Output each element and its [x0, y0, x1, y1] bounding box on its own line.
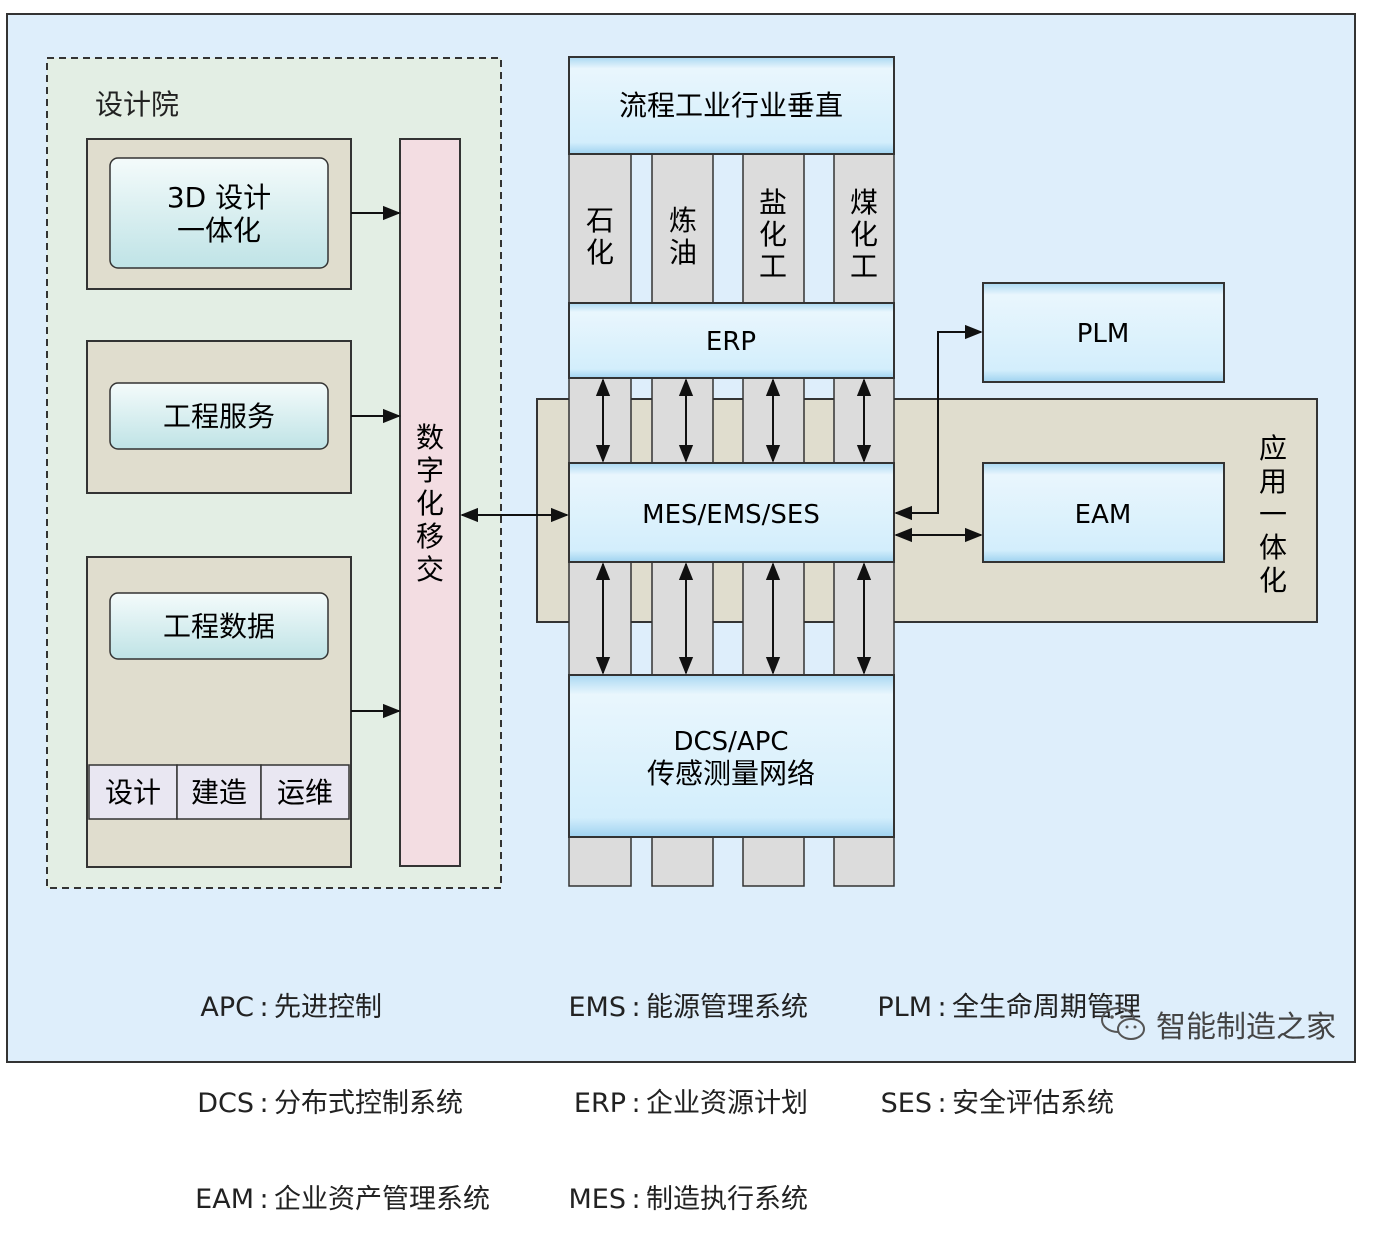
legend-key: APC — [200, 992, 254, 1023]
arrow-mes-plm — [894, 324, 983, 521]
mes-label: MES/EMS/SES — [642, 500, 820, 530]
lifecycle-tab-design-label: 设计 — [105, 776, 161, 809]
legend-column-1: APC:先进控制 DCS:分布式控制系统 EAM:企业资产管理系统 — [190, 928, 490, 1248]
integrated-3d-design-line2: 一体化 — [177, 214, 261, 247]
legend-key: EAM — [195, 1184, 254, 1215]
integration-char-4: 体 — [1259, 531, 1287, 564]
watermark-text: 智能制造之家 — [1156, 1010, 1336, 1045]
legend-key: EMS — [568, 992, 627, 1023]
industry-2-char-1: 炼 — [669, 204, 697, 237]
digital-handover-bar — [399, 138, 461, 867]
legend-entry: DCS:分布式控制系统 — [190, 1088, 490, 1120]
plm-node — [982, 282, 1225, 383]
legend-column-2: EMS:能源管理系统 ERP:企业资源计划 MES:制造执行系统 — [560, 928, 809, 1248]
legend-desc: 能源管理系统 — [646, 992, 808, 1023]
plm-label: PLM — [1077, 319, 1130, 349]
industry-3-char-1: 盐 — [759, 186, 787, 219]
digital-handover-char-1: 数 — [416, 421, 444, 454]
legend-entry: ERP:企业资源计划 — [560, 1088, 808, 1120]
legend-entry: EAM:企业资产管理系统 — [190, 1184, 490, 1216]
mes-layer — [568, 462, 895, 563]
integration-char-2: 用 — [1259, 465, 1287, 498]
industry-3-char-2: 化 — [759, 218, 787, 251]
engineering-data-node — [109, 592, 329, 660]
engineering-data-label: 工程数据 — [163, 610, 275, 643]
watermark: 智能制造之家 — [1100, 1002, 1336, 1046]
legend-entry: EMS:能源管理系统 — [560, 992, 809, 1024]
erp-label: ERP — [706, 327, 756, 357]
design-institute-title: 设计院 — [95, 88, 179, 121]
legend-desc: 安全评估系统 — [952, 1088, 1114, 1119]
digital-handover-char-5: 交 — [416, 553, 444, 586]
legend-desc: 分布式控制系统 — [274, 1088, 463, 1119]
integration-char-5: 化 — [1259, 564, 1287, 597]
digital-handover-char-2: 字 — [416, 454, 444, 487]
legend-key: MES — [568, 1184, 627, 1215]
eam-label: EAM — [1075, 500, 1132, 530]
legend-entry: APC:先进控制 — [190, 992, 490, 1024]
digital-handover-char-4: 移 — [416, 520, 444, 553]
engineering-service-node — [109, 382, 329, 450]
integrated-3d-design-node — [109, 157, 329, 269]
legend-desc: 全生命周期管理 — [952, 992, 1141, 1023]
legend-desc: 企业资产管理系统 — [274, 1184, 490, 1215]
industry-3-char-3: 工 — [759, 250, 787, 283]
legend-key: PLM — [877, 992, 932, 1023]
legend-entry: PLM:全生命周期管理 — [866, 992, 1141, 1024]
wechat-icon — [1101, 1007, 1145, 1040]
industry-4-char-1: 煤 — [850, 186, 878, 219]
legend-key: DCS — [197, 1088, 254, 1119]
erp-layer — [568, 302, 895, 379]
industry-1-char-2: 化 — [586, 236, 614, 269]
industry-4-char-2: 化 — [850, 218, 878, 251]
lifecycle-tab-operation — [260, 764, 350, 820]
dcs-label-line2: 传感测量网络 — [647, 757, 815, 790]
integrated-3d-design-line1: 3D 设计 — [167, 181, 271, 214]
lifecycle-tab-operation-label: 运维 — [277, 776, 333, 809]
vertical-industry-layer — [568, 56, 895, 155]
integration-char-1: 应 — [1259, 432, 1287, 465]
dcs-label-line1: DCS/APC — [673, 727, 788, 757]
industry-4-char-3: 工 — [850, 250, 878, 283]
digital-handover-char-3: 化 — [416, 487, 444, 520]
dcs-layer — [568, 674, 895, 838]
legend-desc: 企业资源计划 — [646, 1088, 808, 1119]
engineering-service-label: 工程服务 — [163, 400, 275, 433]
legend-entry: SES:安全评估系统 — [866, 1088, 1141, 1120]
legend-key: ERP — [573, 1088, 626, 1119]
architecture-diagram: 设计院 3D 设计 一体化 工程服务 工程数据 设计 建造 运维 数 字 化 移… — [6, 13, 1356, 1063]
lifecycle-tab-build-label: 建造 — [191, 776, 247, 809]
legend-desc: 先进控制 — [274, 992, 382, 1023]
legend-entry: MES:制造执行系统 — [560, 1184, 809, 1216]
legend-desc: 制造执行系统 — [646, 1184, 808, 1215]
industry-1-char-1: 石 — [586, 204, 614, 237]
eam-node — [982, 462, 1225, 563]
legend-key: SES — [880, 1088, 932, 1119]
integration-char-3: 一 — [1259, 498, 1287, 531]
industry-2-char-2: 油 — [669, 236, 697, 269]
vertical-industry-label: 流程工业行业垂直 — [619, 89, 843, 122]
